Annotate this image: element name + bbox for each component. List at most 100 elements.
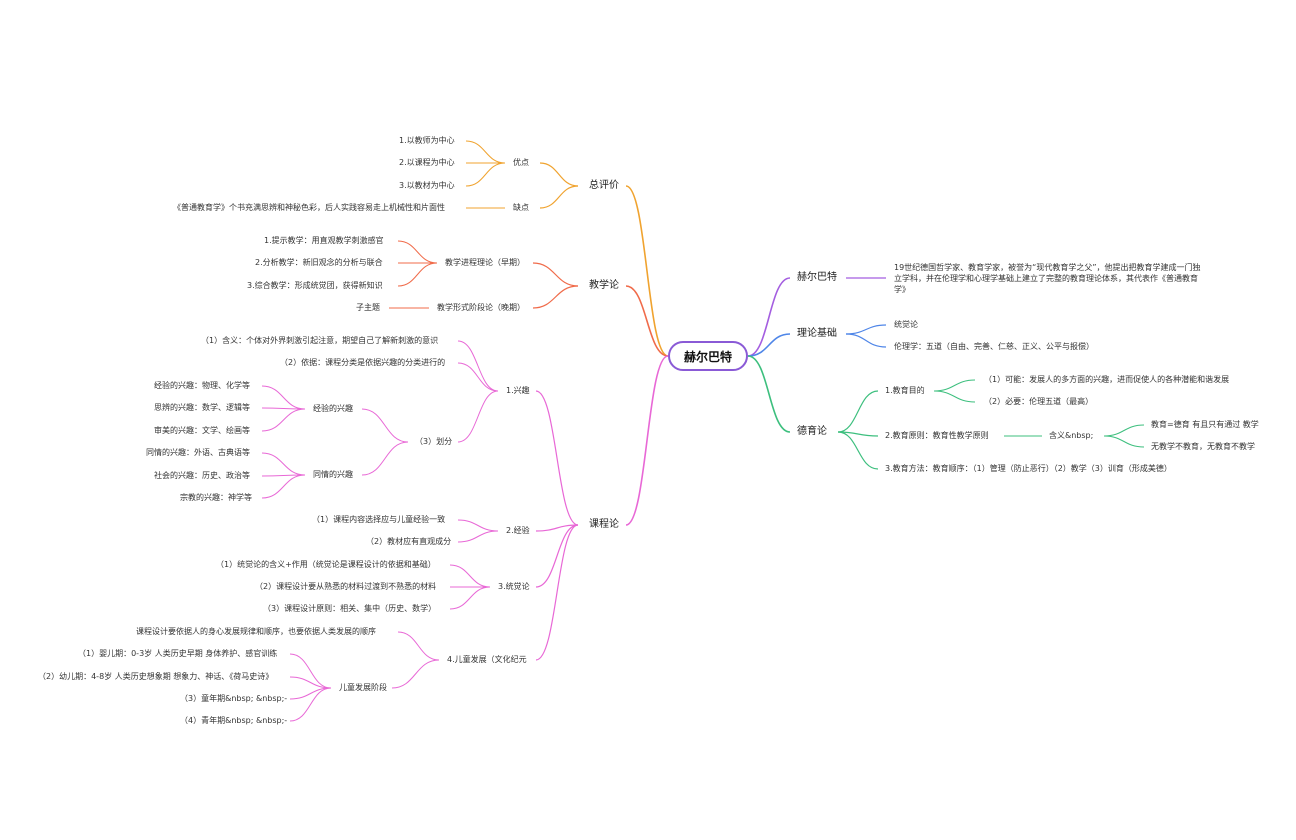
node-disadvantages[interactable]: 缺点 <box>513 203 529 212</box>
link-step-1 <box>397 240 438 264</box>
node-education-principle[interactable]: 2.教育原则：教育性教学原则 <box>885 431 989 440</box>
link-root-moral <box>747 355 791 433</box>
node-advantages[interactable]: 优点 <box>513 158 529 167</box>
link-int-basis <box>457 362 499 392</box>
node-child-stages[interactable]: 儿童发展阶段 <box>339 683 387 692</box>
link-sym-3 <box>261 474 306 499</box>
node-child-development[interactable]: 4.儿童发展（文化纪元 <box>447 655 527 664</box>
node-step-synthesis[interactable]: 3.综合教学：形成统觉团，获得新知识 <box>247 281 383 290</box>
node-sympathy-interest[interactable]: 同情的兴趣 <box>313 470 353 479</box>
node-exp-art[interactable]: 审美的兴趣：文学、绘画等 <box>154 426 250 435</box>
node-interest-basis[interactable]: （2）依据：课程分类是依据兴趣的分类进行的 <box>280 358 446 367</box>
node-experience[interactable]: 2.经验 <box>506 526 530 535</box>
link-eval-adv <box>539 162 579 187</box>
link-moral-method <box>837 431 879 470</box>
node-stage-early-childhood[interactable]: （2）幼儿期：4-8岁 人类历史想象期 想象力、神话、《荷马史诗》 <box>38 672 274 681</box>
link-stage-1 <box>289 653 332 689</box>
node-principle-meaning[interactable]: 含义&nbsp; <box>1049 431 1094 440</box>
node-education-goal[interactable]: 1.教育目的 <box>885 386 925 395</box>
link-root-total-eval <box>625 185 669 357</box>
node-teaching-form-stages[interactable]: 教学形式阶段论（晚期） <box>437 303 525 312</box>
node-apperception-familiar[interactable]: （2）课程设计要从熟悉的材料过渡到不熟悉的材料 <box>255 582 437 591</box>
link-cur-apperception <box>535 524 579 588</box>
node-apperception-principle[interactable]: （3）课程设计原则：相关、集中（历史、数学） <box>263 604 437 613</box>
node-sym-language[interactable]: 同情的兴趣：外语、古典语等 <box>146 448 250 457</box>
link-theory-2 <box>845 333 887 348</box>
node-interest-division[interactable]: （3）划分 <box>415 437 453 446</box>
node-sym-society[interactable]: 社会的兴趣：历史、政治等 <box>154 471 250 480</box>
node-teaching-process-theory[interactable]: 教学进程理论（早期） <box>445 258 525 267</box>
link-exp-3 <box>261 408 306 432</box>
node-apperception-meaning[interactable]: （1）统觉论的含义+作用（统觉论是课程设计的依据和基础） <box>216 560 436 569</box>
link-child-design <box>397 631 440 661</box>
link-theory-1 <box>845 324 887 335</box>
link-teach-process <box>532 262 579 287</box>
link-div-sym <box>361 441 409 476</box>
link-goal-1 <box>933 379 976 392</box>
node-interest[interactable]: 1.兴趣 <box>506 386 530 395</box>
node-herbart-description[interactable]: 19世纪德国哲学家、教育学家，被誉为“现代教育学之父”，他提出把教育学建成一门独… <box>894 263 1201 294</box>
root-node-herbart[interactable]: 赫尔巴特 <box>668 341 748 371</box>
link-step-3 <box>397 262 438 287</box>
node-sym-religion[interactable]: 宗教的兴趣：神学等 <box>180 493 252 502</box>
node-stage-childhood[interactable]: （3）童年期&nbsp; &nbsp;- <box>180 694 288 703</box>
link-moral-goal <box>837 390 879 433</box>
node-adv-textbook-center[interactable]: 3.以教材为中心 <box>399 181 455 190</box>
link-app-3 <box>449 586 491 610</box>
link-cur-experience <box>535 524 579 532</box>
link-adv-3 <box>465 162 506 187</box>
node-teaching-theory[interactable]: 教学论 <box>589 280 619 291</box>
link-root-curriculum <box>625 355 669 526</box>
node-experience-interest[interactable]: 经验的兴趣 <box>313 404 353 413</box>
node-theory-apperception[interactable]: 统觉论 <box>894 320 918 329</box>
link-root-teaching <box>625 285 669 357</box>
link-app-1 <box>449 564 491 588</box>
node-adv-teacher-center[interactable]: 1.以教师为中心 <box>399 136 455 145</box>
node-interest-definition[interactable]: （1）含义：个体对外界刺激引起注意，期望自己了解新刺激的意识 <box>201 336 439 345</box>
node-experience-intuitive[interactable]: （2）教材应有直观成分 <box>366 537 452 546</box>
node-education-method[interactable]: 3.教育方法：教育顺序：（1）管理（防止恶行）（2）教学（3）训育（形成美德） <box>885 464 1172 473</box>
node-exp-math[interactable]: 思辨的兴趣：数学、逻辑等 <box>154 403 250 412</box>
node-dis-mechanical[interactable]: 《普通教育学》个书充满思辨和神秘色彩，后人实践容易走上机械性和片面性 <box>173 203 445 212</box>
node-stage-youth[interactable]: （4）青年期&nbsp; &nbsp;- <box>180 716 288 725</box>
link-meaning-1 <box>1103 424 1145 437</box>
node-total-evaluation[interactable]: 总评价 <box>589 180 619 191</box>
node-moral-education[interactable]: 德育论 <box>797 426 827 437</box>
link-meaning-2 <box>1103 435 1145 448</box>
node-curriculum-theory[interactable]: 课程论 <box>589 519 619 530</box>
link-exp-b <box>457 530 499 543</box>
link-root-theory <box>747 333 791 357</box>
link-cur-child <box>535 524 579 661</box>
link-root-herbart <box>747 277 791 357</box>
link-exp-a <box>457 519 499 532</box>
link-div-exp <box>361 408 409 443</box>
node-goal-necessary[interactable]: （2）必要：伦理五道（最高） <box>984 397 1094 406</box>
node-step-hint[interactable]: 1.提示教学：用直观教学刺激感官 <box>264 236 384 245</box>
node-sub-theme[interactable]: 子主题 <box>356 303 380 312</box>
node-herbart[interactable]: 赫尔巴特 <box>797 272 837 283</box>
link-sym-1 <box>261 452 306 476</box>
node-child-design[interactable]: 课程设计要依据人的身心发展规律和顺序，也要依据人类发展的顺序 <box>136 627 376 636</box>
link-goal-2 <box>933 390 976 403</box>
link-exp-1 <box>261 385 306 410</box>
link-int-def <box>457 340 499 392</box>
node-meaning-no-teaching[interactable]: 无教学不教育，无教育不教学 <box>1151 442 1255 451</box>
link-int-div <box>457 390 499 443</box>
node-experience-content[interactable]: （1）课程内容选择应与儿童经验一致 <box>312 515 446 524</box>
link-eval-dis <box>539 185 579 209</box>
node-theory-ethics[interactable]: 伦理学：五道（自由、完善、仁慈、正义、公平与报偿） <box>894 342 1094 351</box>
node-exp-physics[interactable]: 经验的兴趣：物理、化学等 <box>154 381 250 390</box>
node-goal-possible[interactable]: （1）可能：发展人的多方面的兴趣，进而促使人的各种潜能和谐发展 <box>984 375 1230 384</box>
link-child-stages <box>391 659 440 689</box>
node-step-analysis[interactable]: 2.分析教学：新旧观念的分析与联合 <box>255 258 383 267</box>
link-stage-4 <box>289 687 332 722</box>
link-moral-principle <box>837 431 879 437</box>
node-adv-course-center[interactable]: 2.以课程为中心 <box>399 158 455 167</box>
node-meaning-equal[interactable]: 教育=德育 有且只有通过 教学 <box>1151 420 1259 429</box>
link-adv-1 <box>465 140 506 164</box>
node-apperception[interactable]: 3.统觉论 <box>498 582 530 591</box>
link-stage-2 <box>289 676 332 689</box>
node-theory-basis[interactable]: 理论基础 <box>797 328 837 339</box>
node-stage-infancy[interactable]: （1）婴儿期：0-3岁 人类历史早期 身体养护、感官训练 <box>78 649 278 658</box>
